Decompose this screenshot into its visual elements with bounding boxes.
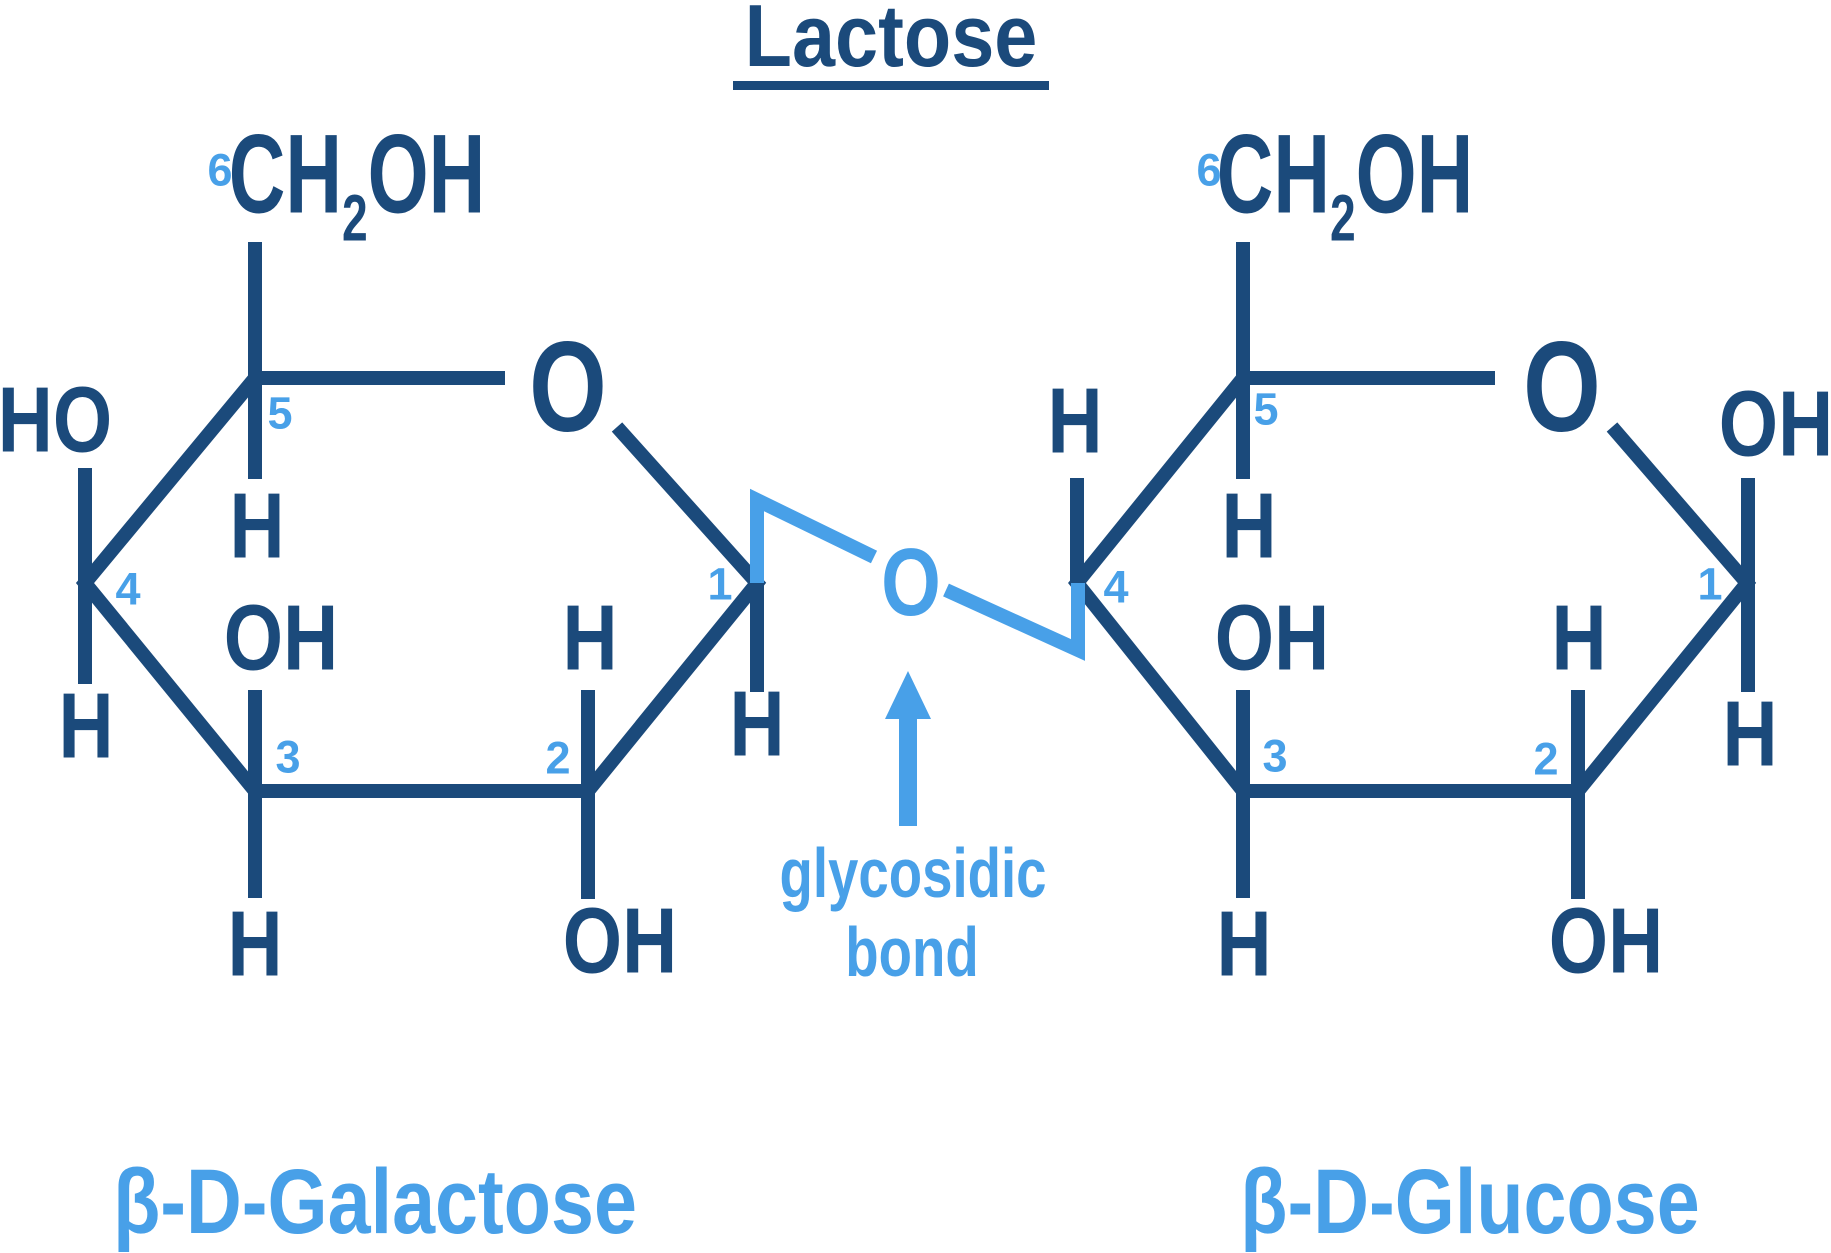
glycosidic-bond-right-segment — [943, 583, 1085, 661]
glucose-ch2oh-label: CH2OH — [1217, 118, 1474, 251]
galactose-h-under-c1-label: H — [729, 671, 785, 776]
glucose-oh-over-c1-label: OH — [1718, 371, 1831, 476]
galactose-ho-c4-label: HO — [0, 367, 113, 472]
galactose-oh-under-c2-label: OH — [562, 888, 678, 993]
glucose-carbon-4-number: 4 — [1103, 561, 1129, 613]
glucose-oh-over-c3-label: OH — [1214, 585, 1330, 690]
galactose-h-over-c2-label: H — [562, 585, 618, 690]
galactose-ch2oh-main: CH — [228, 111, 342, 237]
glycosidic-arrow-icon — [885, 671, 931, 826]
glycosidic-label-line2: bond — [845, 913, 979, 991]
galactose-carbon-5-number: 5 — [267, 387, 293, 439]
title-underline — [733, 81, 1049, 90]
galactose-ch2oh-label: CH2OH — [229, 118, 486, 251]
glucose-ring-bonds — [1068, 371, 1757, 798]
glucose-h-over-c4-label: H — [1047, 368, 1103, 473]
glucose-h-under-c5-label: H — [1221, 473, 1277, 578]
glucose-carbon-1-number: 1 — [1697, 558, 1723, 610]
glucose-ch2oh-subscript: 2 — [1329, 180, 1356, 255]
galactose-carbon-2-number: 2 — [545, 732, 571, 784]
glucose-ch2oh-main: CH — [1216, 111, 1330, 237]
galactose-h-under-c4-label: H — [58, 673, 114, 778]
galactose-carbon-6-number: 6 — [207, 144, 233, 196]
galactose-h-under-c3-label: H — [227, 891, 283, 996]
glucose-ch2oh-oh: OH — [1355, 111, 1474, 237]
galactose-oh-over-c3-label: OH — [223, 585, 339, 690]
glucose-oh-under-c2-label: OH — [1548, 888, 1664, 993]
galactose-carbon-4-number: 4 — [115, 563, 141, 615]
left-molecule-name: β-D-Galactose — [113, 1151, 637, 1253]
glucose-carbon-2-number: 2 — [1533, 733, 1559, 785]
galactose-ch2oh-oh: OH — [367, 111, 486, 237]
glycosidic-bond-left-segment — [750, 488, 878, 583]
glucose-carbon-3-number: 3 — [1262, 730, 1288, 782]
galactose-ring-oxygen-label: O — [529, 316, 607, 459]
glucose-h-over-c2-label: H — [1551, 585, 1607, 690]
glucose-ring-oxygen-label: O — [1523, 316, 1601, 459]
galactose-substituent-bonds — [78, 242, 764, 899]
glycosidic-oxygen-label: O — [881, 529, 941, 636]
glucose-substituent-bonds — [1070, 242, 1755, 899]
glycosidic-label-line1: glycosidic — [779, 834, 1047, 912]
right-molecule-name: β-D-Glucose — [1240, 1151, 1700, 1253]
glucose-carbon-6-number: 6 — [1196, 144, 1222, 196]
glucose-h-under-c1-label: H — [1722, 681, 1778, 786]
galactose-h-under-c5-label: H — [229, 473, 285, 578]
glucose-h-under-c3-label: H — [1216, 891, 1272, 996]
galactose-ch2oh-subscript: 2 — [341, 180, 368, 255]
glucose-carbon-5-number: 5 — [1253, 383, 1279, 435]
galactose-carbon-3-number: 3 — [275, 731, 301, 783]
galactose-carbon-1-number: 1 — [707, 558, 733, 610]
page-title: Lactose — [744, 0, 1038, 85]
galactose-ring-bonds — [75, 371, 767, 798]
